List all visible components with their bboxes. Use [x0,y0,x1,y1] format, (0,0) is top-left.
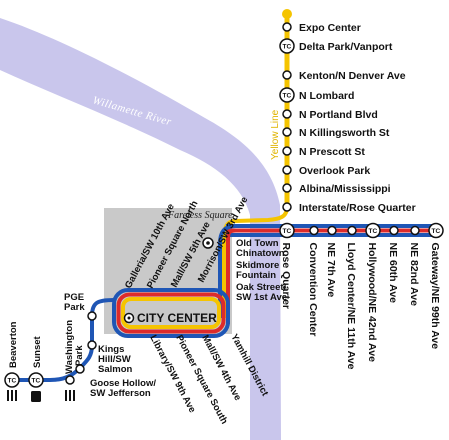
downtown-trunk-red [225,228,237,324]
beaverton-tc-text: TC [8,378,17,385]
tc-text: TC [283,228,292,235]
willamette-river [0,18,281,440]
tc-station-marker [365,222,381,239]
station-label: NE 60th Ave [387,243,399,304]
station-marker [309,225,319,236]
station-label: NE 7th Ave [325,243,337,298]
station-marker [347,225,357,236]
station-delta-park-vanport[interactable]: TC Delta Park/Vanport [279,38,393,54]
washington-park-station[interactable] [65,375,75,385]
sunset-parking-icon [31,391,41,402]
station-marker [389,225,399,236]
station-marker [410,225,420,236]
beaverton-label: Beaverton [8,321,19,368]
station-marker [282,165,292,175]
station-label: Hollywood/NE 42nd Ave [366,243,378,363]
station-interstate-rose-quarter[interactable]: Interstate/Rose Quarter [282,202,416,214]
downtown-trunk-blue [218,224,237,318]
station-hollywood-ne-42nd-ave[interactable]: TC Hollywood/NE 42nd Ave [365,222,381,363]
oak-street-label: Oak Street/ SW 1st Ave [236,282,289,303]
tc-text: TC [369,228,378,235]
old-town-chinatown-tc-dot [206,241,210,245]
tc-text: TC [283,93,292,100]
station-label: Interstate/Rose Quarter [299,202,416,214]
pge-park-station[interactable] [87,311,97,321]
station-ne-60th-ave[interactable]: NE 60th Ave [387,225,399,304]
station-label: N Portland Blvd [299,109,378,121]
station-marker [282,127,292,137]
goose-hollow-label: Goose Hollow/ SW Jefferson [90,378,159,399]
station-marker [282,183,292,193]
station-n-prescott-st[interactable]: N Prescott St [282,146,365,158]
station-convention-center[interactable]: Convention Center [307,225,319,337]
station-label: Albina/Mississippi [299,183,391,195]
sunset-tc-text: TC [32,378,41,385]
kings-hill-label: Kings Hill/SW Salmon [98,344,133,375]
fareless-square-label: Fareless Square [167,210,233,221]
station-label: Kenton/N Denver Ave [299,70,406,82]
station-ne-7th-ave[interactable]: NE 7th Ave [325,225,337,298]
yellow-line-downtown [222,206,289,318]
tc-station-marker [428,222,444,239]
downtown-loop-blue [112,288,230,338]
tc-station-marker [279,87,295,103]
station-label: Convention Center [307,243,319,337]
station-rose-quarter[interactable]: TC Rose Quarter [279,222,295,310]
parking-icons [7,390,75,401]
goose-hollow-station[interactable] [75,364,85,374]
station-label: NE 82nd Ave [408,243,420,307]
tc-text: TC [432,228,441,235]
tc-text: TC [283,44,292,51]
downtown-loop-yellow [121,297,221,329]
downtown-loop-red [116,292,226,334]
station-n-killingsworth-st[interactable]: N Killingsworth St [282,127,390,139]
station-marker [282,109,292,119]
fareless-square-zone [104,208,232,334]
station-marker [282,70,292,80]
city-center-tc-dot [127,316,131,320]
station-gateway-ne-99th-ave[interactable]: TC Gateway/NE 99th Ave [428,222,444,350]
tc-station-marker [279,222,295,239]
blue-line-west [12,298,115,382]
washington-park-label: Washington Park [64,317,85,374]
station-expo-center[interactable]: Expo Center [282,22,361,34]
station-label: N Killingsworth St [299,127,390,139]
kings-hill-station[interactable] [87,340,97,350]
station-albina-mississippi[interactable]: Albina/Mississippi [282,183,391,195]
yellow-line-label: Yellow Line [270,109,281,160]
station-n-portland-blvd[interactable]: N Portland Blvd [282,109,378,121]
station-label: Expo Center [299,22,361,34]
old-town-chinatown-label: Old Town Chinatown [236,238,285,259]
yellow-line-terminus [282,9,292,19]
sunset-label: Sunset [32,335,43,368]
station-marker [282,146,292,156]
station-label: N Prescott St [299,146,365,158]
east-line-stations: TC Rose Quarter Convention Center NE 7th Av… [279,222,444,370]
beaverton-parking-icon [7,390,17,401]
station-marker [282,202,292,212]
beaverton-tc-station[interactable] [4,372,20,388]
station-label: Delta Park/Vanport [299,41,393,53]
station-label: Gateway/NE 99th Ave [429,243,441,350]
washington-park-parking-icon [65,390,75,401]
station-overlook-park[interactable]: Overlook Park [282,165,370,177]
sunset-tc-station[interactable] [28,372,44,388]
station-label: Overlook Park [299,165,370,177]
fareless-square-zone-upper [104,208,232,210]
station-n-lombard[interactable]: TC N Lombard [279,87,354,103]
station-label: Lloyd Center/NE 11th Ave [345,243,357,370]
station-kenton-n-denver-ave[interactable]: Kenton/N Denver Ave [282,70,406,82]
skidmore-fountain-label: Skidmore Fountain [236,260,282,281]
pge-park-label: PGE Park [64,292,87,313]
station-marker [327,225,337,236]
station-label: N Lombard [299,90,354,102]
station-ne-82nd-ave[interactable]: NE 82nd Ave [408,225,420,307]
city-center-label: CITY CENTER [137,311,217,325]
station-marker [282,22,292,32]
station-lloyd-center-ne-11th-ave[interactable]: Lloyd Center/NE 11th Ave [345,225,357,370]
tc-station-marker [279,38,295,54]
station-label: Rose Quarter [280,243,292,310]
